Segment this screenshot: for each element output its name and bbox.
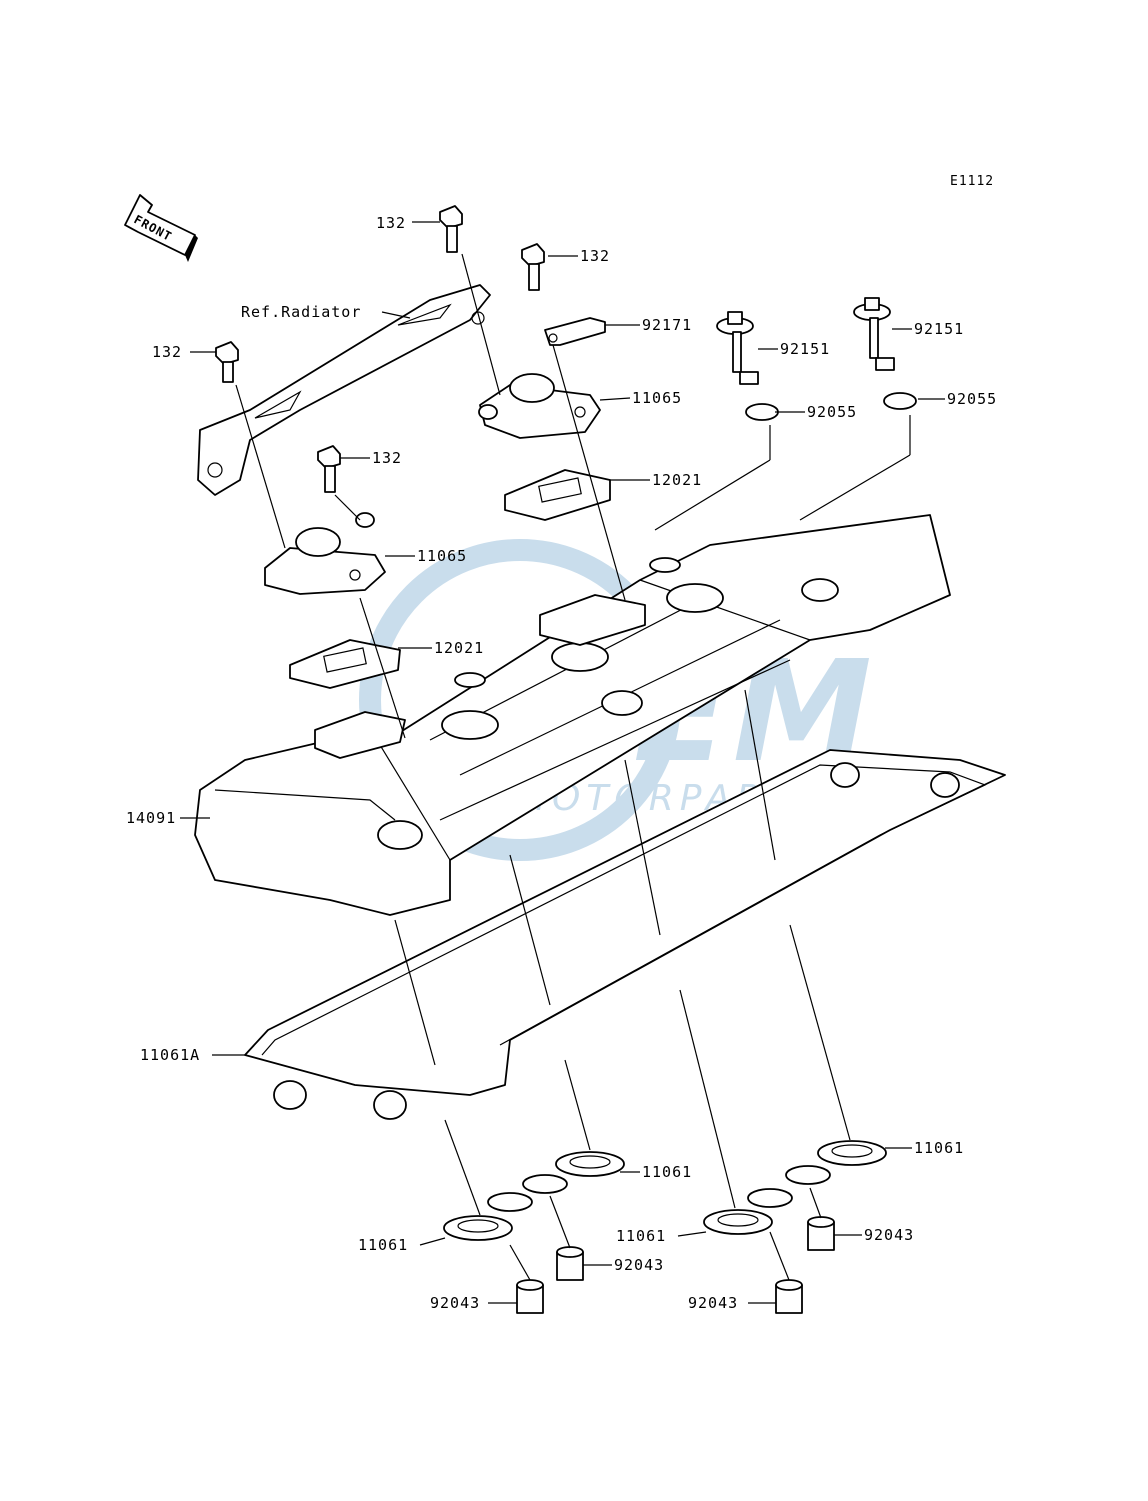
label-bolt-132-top: 132	[376, 214, 406, 232]
gasket-11061a	[244, 749, 1006, 1120]
label-washer-92055-a: 92055	[807, 403, 857, 421]
plate-12021-upper	[504, 469, 611, 521]
label-cap-11065-lower: 11065	[417, 547, 467, 565]
bolt-132-top	[439, 205, 463, 253]
collar-92043-b	[556, 1246, 584, 1281]
label-cover-14091: 14091	[126, 809, 176, 827]
seal-11061-a	[443, 1192, 533, 1241]
collar-92043-d	[807, 1216, 835, 1251]
bolt-132-mid	[521, 243, 545, 291]
label-collar-92043-b: 92043	[614, 1256, 664, 1274]
label-bolt-132-small: 132	[372, 449, 402, 467]
label-clamp-92171: 92171	[642, 316, 692, 334]
label-bolt-132-left: 132	[152, 343, 182, 361]
front-arrow-icon: FRONT	[124, 194, 198, 262]
label-collar-92043-d: 92043	[864, 1226, 914, 1244]
clamp-92171	[544, 317, 606, 346]
cap-11065-upper	[478, 373, 601, 439]
washer-92055-a	[745, 403, 779, 421]
label-collar-92043-a: 92043	[430, 1294, 480, 1312]
collar-92043-c	[775, 1279, 803, 1314]
washer-92055-b	[883, 392, 917, 410]
bolt-132-left	[215, 341, 239, 383]
label-plate-12021-upper: 12021	[652, 471, 702, 489]
label-bolt-92151-b: 92151	[914, 320, 964, 338]
label-seal-11061-b: 11061	[642, 1163, 692, 1181]
label-seal-11061-d: 11061	[914, 1139, 964, 1157]
bolt-92151-a	[716, 311, 759, 385]
cap-11065-lower	[264, 512, 386, 595]
radiator-bracket	[197, 284, 491, 496]
seal-11061-d	[785, 1140, 887, 1185]
diagram-code: E1112	[950, 174, 994, 189]
label-collar-92043-c: 92043	[688, 1294, 738, 1312]
seal-11061-b	[522, 1151, 625, 1194]
label-bolt-132-mid: 132	[580, 247, 610, 265]
seal-11061-c	[703, 1188, 793, 1235]
label-plate-12021-lower: 12021	[434, 639, 484, 657]
cylinder-head-cover-14091	[194, 514, 951, 916]
bolt-92151-b	[853, 297, 895, 371]
label-bolt-92151-a: 92151	[780, 340, 830, 358]
label-seal-11061-a: 11061	[358, 1236, 408, 1254]
plate-12021-lower	[289, 639, 401, 689]
label-gasket-11061a: 11061A	[140, 1046, 200, 1064]
label-washer-92055-b: 92055	[947, 390, 997, 408]
leader-lines	[180, 221, 945, 1304]
bolt-132-small	[317, 445, 341, 493]
collar-92043-a	[516, 1279, 544, 1314]
label-cap-11065-upper: 11065	[632, 389, 682, 407]
label-ref-radiator: Ref.Radiator	[241, 303, 361, 321]
label-seal-11061-c: 11061	[616, 1227, 666, 1245]
